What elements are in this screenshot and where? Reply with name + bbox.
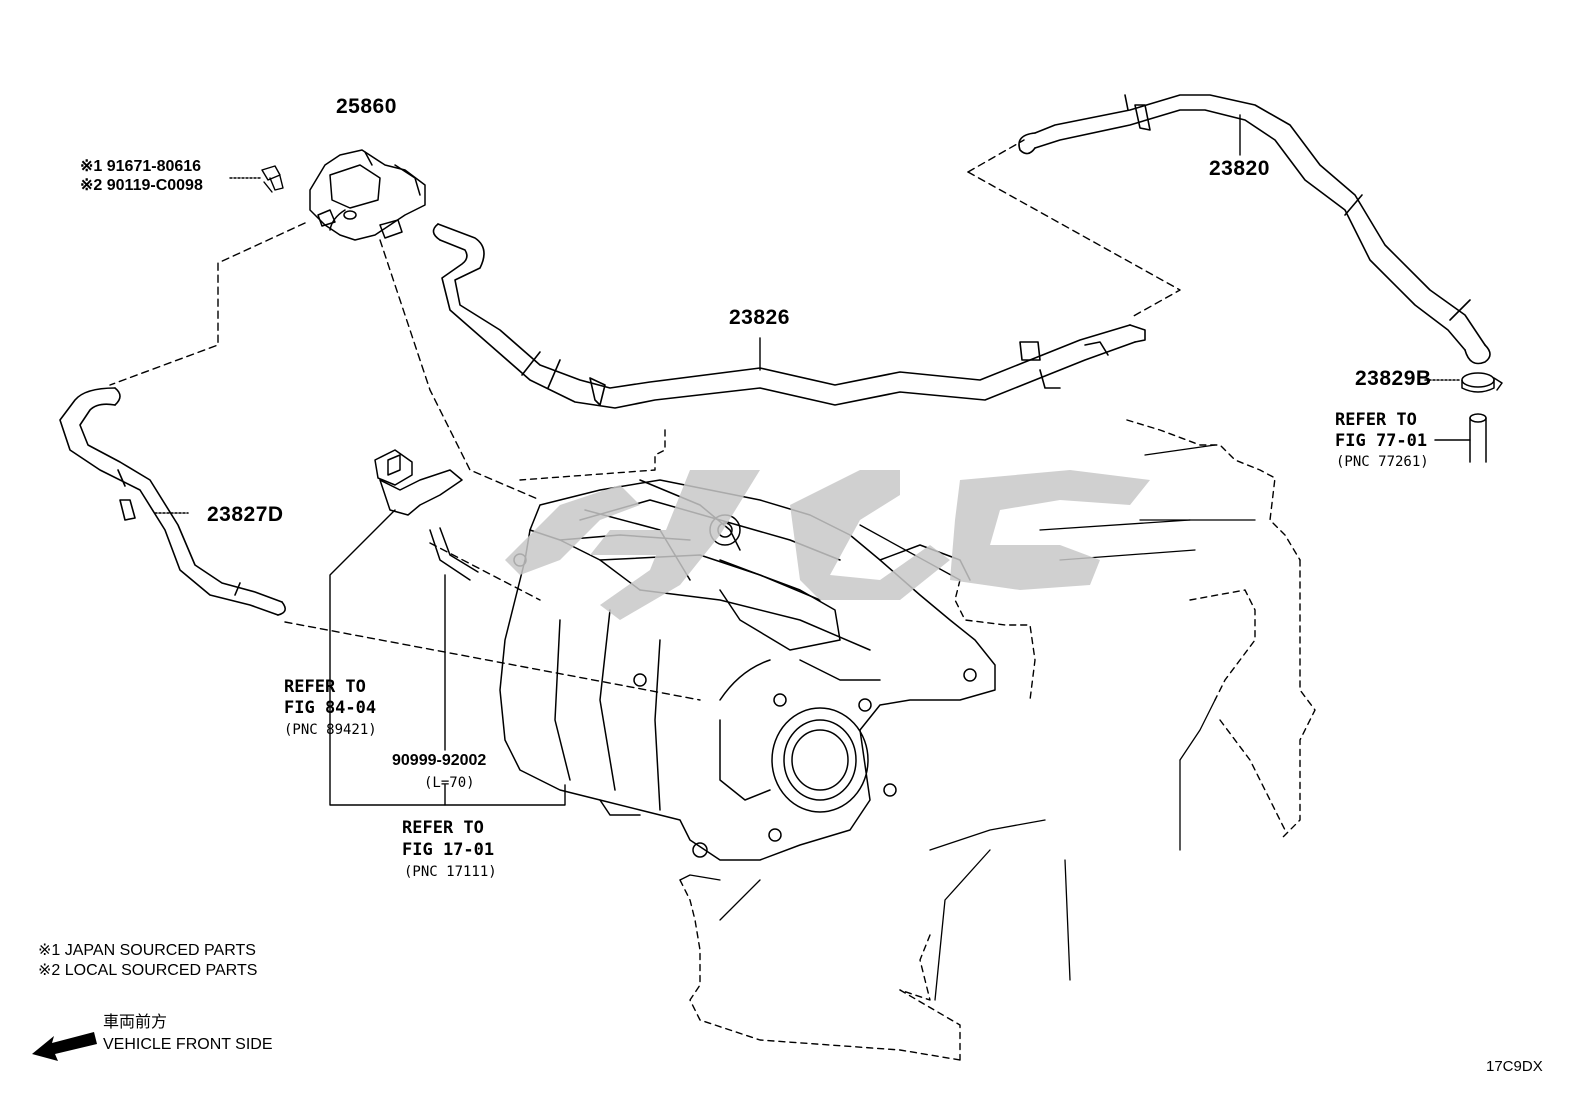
part-number-23829b[interactable]: 23829B xyxy=(1355,367,1432,390)
diagram-code: 17C9DX xyxy=(1486,1058,1543,1075)
vacuum-hose-90999 xyxy=(429,527,479,581)
ref-fig77-line1: REFER TO xyxy=(1335,410,1417,430)
part-number-23826[interactable]: 23826 xyxy=(729,306,790,329)
legend-note-2: ※2 LOCAL SOURCED PARTS xyxy=(38,962,258,979)
legend-note-1: ※1 JAPAN SOURCED PARTS xyxy=(38,942,256,959)
engine-block-outline xyxy=(519,419,1316,1061)
clamp-23829b xyxy=(1424,372,1503,463)
vehicle-front-en: VEHICLE FRONT SIDE xyxy=(103,1036,273,1053)
ref-fig84-line2[interactable]: FIG 84-04 xyxy=(284,698,377,718)
pressure-sensor xyxy=(374,449,463,516)
ref-fig77-pnc: (PNC 77261) xyxy=(1336,454,1429,470)
ref-fig17-line2[interactable]: FIG 17-01 xyxy=(402,840,495,860)
hose-part-number[interactable]: 90999-92002 xyxy=(392,752,487,769)
bolt-icon xyxy=(229,165,284,193)
part-number-23827d[interactable]: 23827D xyxy=(207,503,284,526)
hose-23827d xyxy=(59,387,286,616)
watermark-logo xyxy=(505,470,1150,620)
front-arrow-icon xyxy=(32,1032,97,1061)
bolt-part-number-1[interactable]: ※1 91671-80616 xyxy=(80,158,202,175)
dashed-leaders xyxy=(109,139,1181,701)
bolt-part-number-2[interactable]: ※2 90119-C0098 xyxy=(80,177,203,194)
ref-fig17-pnc: (PNC 17111) xyxy=(404,864,497,880)
ref-fig77-line2[interactable]: FIG 77-01 xyxy=(1335,431,1428,451)
ref-fig84-pnc: (PNC 89421) xyxy=(284,722,377,738)
part-number-25860[interactable]: 25860 xyxy=(336,95,397,118)
vsv-valve-25860 xyxy=(309,149,426,241)
ref-fig17-line1: REFER TO xyxy=(402,818,484,838)
hose-23820 xyxy=(1018,94,1491,365)
part-leaders xyxy=(759,114,1241,371)
hose-23826 xyxy=(432,223,1146,409)
vehicle-front-jp: 車両前方 xyxy=(103,1014,168,1031)
hose-length: (L=70) xyxy=(424,775,475,791)
engine-block-lines xyxy=(679,444,1256,1001)
reference-brackets xyxy=(329,509,566,806)
ref-fig84-line1: REFER TO xyxy=(284,677,366,697)
part-number-23820[interactable]: 23820 xyxy=(1209,157,1270,180)
